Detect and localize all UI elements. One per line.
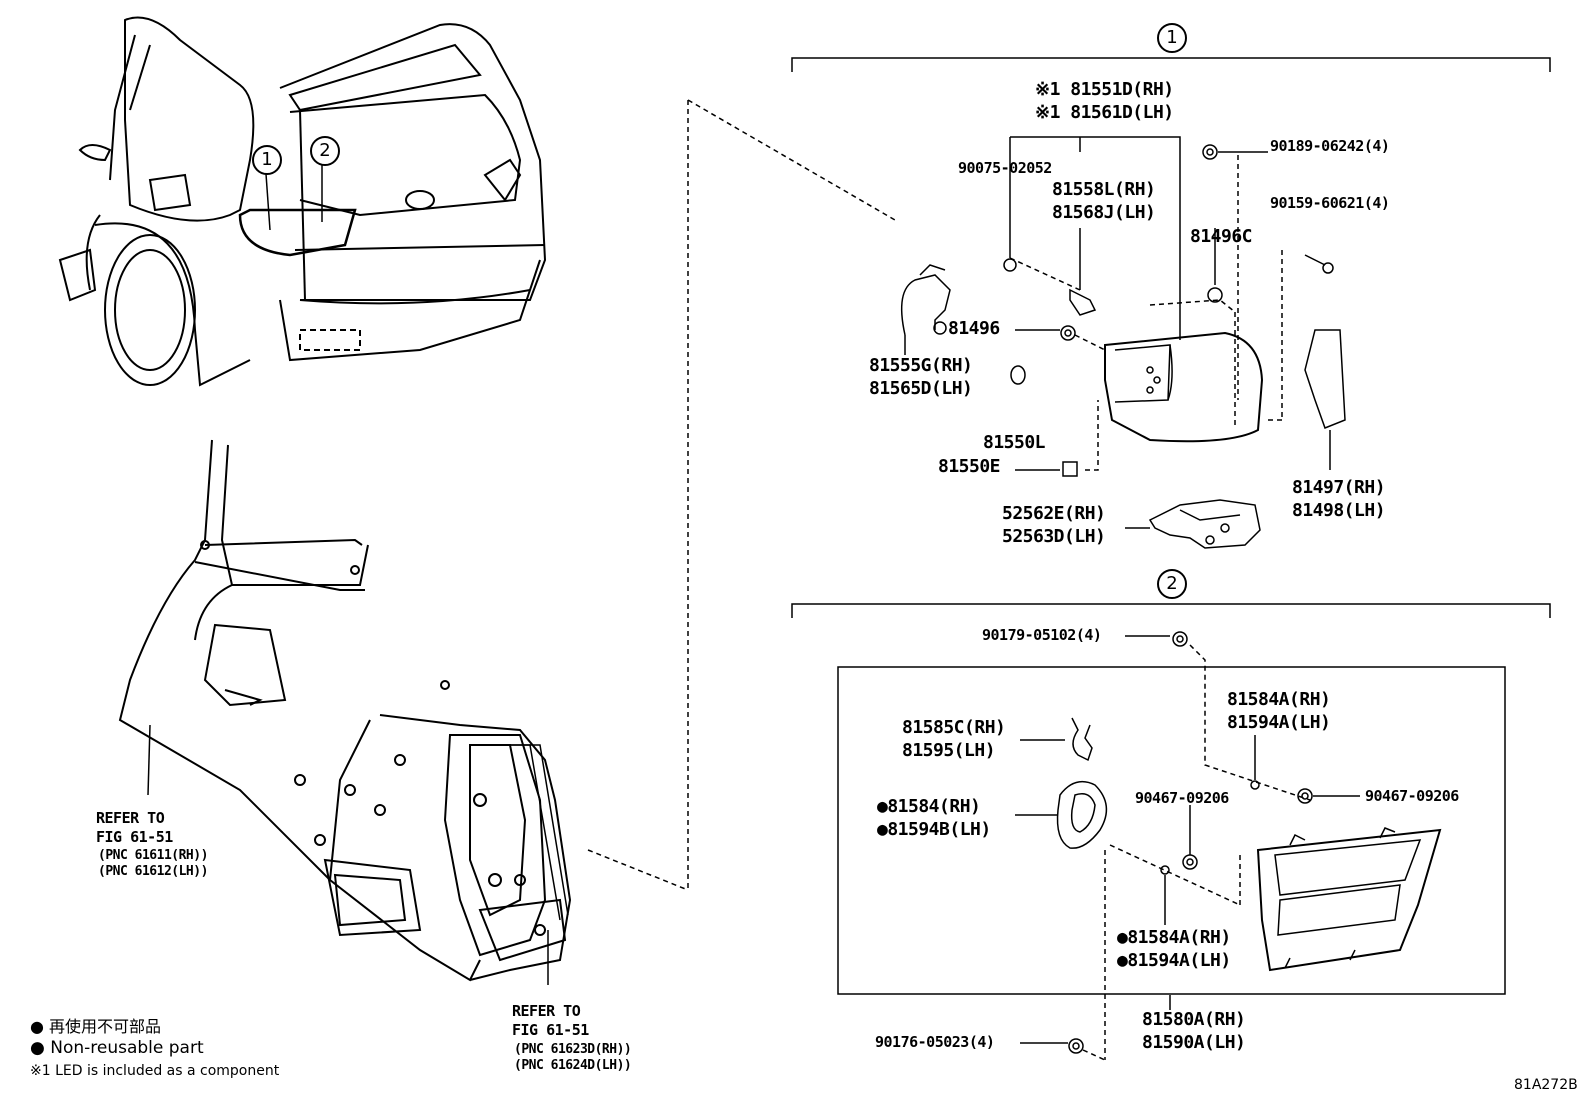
label-90075: 90075-02052	[958, 159, 1052, 177]
label-81590a: 81590A(LH)	[1142, 1032, 1246, 1053]
label-81555g: 81555G(RH)	[869, 355, 973, 376]
label-81585c: 81585C(RH)	[902, 717, 1006, 738]
label-81584a-top: 81584A(RH)	[1227, 689, 1331, 710]
callout-1-vehicle: 1	[252, 145, 282, 175]
label-81551d: ※1 81551D(RH)	[1035, 79, 1174, 100]
label-81558l: 81558L(RH)	[1052, 179, 1156, 200]
label-81584a-bottom: ●81584A(RH)	[1117, 927, 1231, 948]
label-81565d: 81565D(LH)	[869, 378, 973, 399]
figure-code: 81A272B	[1514, 1077, 1578, 1093]
dashed-connector	[587, 99, 896, 891]
label-81594a-top: 81594A(LH)	[1227, 712, 1331, 733]
label-81568j: 81568J(LH)	[1052, 202, 1156, 223]
refer-right-line2: FIG 61-51	[512, 1021, 589, 1039]
label-81498: 81498(LH)	[1292, 500, 1386, 521]
legend-led-note: ※1 LED is included as a component	[30, 1063, 280, 1079]
label-81584: ●81584(RH)	[877, 796, 981, 817]
group2-bracket	[791, 603, 1551, 995]
refer-right-line3: (PNC 61623D(RH))	[514, 1042, 632, 1057]
refer-left-line3: (PNC 61611(RH))	[98, 848, 208, 863]
label-81550e: 81550E	[938, 456, 1001, 477]
label-81496c: 81496C	[1190, 226, 1253, 247]
label-52563d: 52563D(LH)	[1002, 526, 1106, 547]
label-81561d: ※1 81561D(LH)	[1035, 102, 1174, 123]
label-90467-left: 90467-09206	[1135, 789, 1229, 807]
legend-non-reusable: ● Non-reusable part	[30, 1038, 204, 1058]
refer-right-line1: REFER TO	[512, 1002, 581, 1020]
refer-right-line4: (PNC 61624D(LH))	[514, 1058, 632, 1073]
refer-left-line1: REFER TO	[96, 809, 165, 827]
group1-parts	[900, 136, 1346, 549]
label-90159: 90159-60621(4)	[1270, 194, 1390, 212]
legend-japanese: ● 再使用不可部品	[30, 1017, 162, 1036]
label-81580a: 81580A(RH)	[1142, 1009, 1246, 1030]
callout-2-vehicle: 2	[310, 136, 340, 166]
body-side-panel	[118, 439, 572, 985]
label-90189: 90189-06242(4)	[1270, 137, 1390, 155]
label-81497: 81497(RH)	[1292, 477, 1386, 498]
label-81496: 81496	[948, 318, 1000, 339]
label-81594a-bottom: ●81594A(LH)	[1117, 950, 1231, 971]
label-90179: 90179-05102(4)	[982, 626, 1102, 644]
label-81550l: 81550L	[983, 432, 1046, 453]
label-90176: 90176-05023(4)	[875, 1033, 995, 1051]
vehicle-rear-view	[58, 16, 547, 387]
callout-1-group: 1	[1157, 23, 1187, 53]
label-81595: 81595(LH)	[902, 740, 996, 761]
refer-left-line2: FIG 61-51	[96, 828, 173, 846]
group1-bracket	[791, 57, 1551, 72]
refer-left-line4: (PNC 61612(LH))	[98, 864, 208, 879]
callout-2-group: 2	[1157, 569, 1187, 599]
label-52562e: 52562E(RH)	[1002, 503, 1106, 524]
group2-parts	[1015, 631, 1442, 1061]
label-81594b: ●81594B(LH)	[877, 819, 991, 840]
label-90467-right: 90467-09206	[1365, 787, 1459, 805]
